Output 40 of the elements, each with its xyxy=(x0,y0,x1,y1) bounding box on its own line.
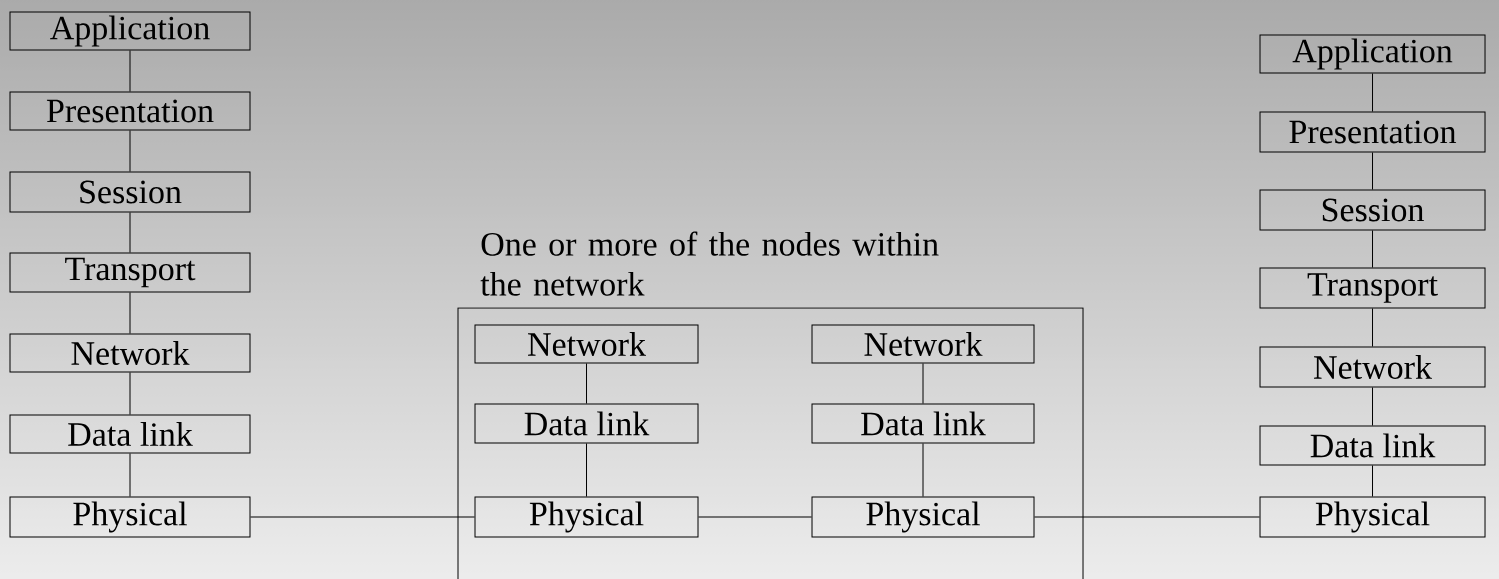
layer-box: Network xyxy=(474,324,699,364)
layer-box: Physical xyxy=(811,496,1035,538)
connector-line xyxy=(1034,516,1260,518)
connector-line xyxy=(1372,152,1373,190)
layer-box: Data link xyxy=(811,403,1035,444)
connector-line xyxy=(129,453,131,497)
layer-box: Network xyxy=(811,324,1035,364)
connector-line xyxy=(698,516,812,518)
layer-box: Presentation xyxy=(1259,111,1486,153)
layer-box: Data link xyxy=(9,414,251,454)
layer-box: Session xyxy=(9,171,251,213)
connector-line xyxy=(922,363,924,404)
connector-line xyxy=(922,443,924,497)
node-label: One or more of the nodes within the network xyxy=(480,231,939,296)
connector-line xyxy=(250,516,475,518)
connector-line xyxy=(1372,387,1373,426)
connector-line xyxy=(129,292,131,334)
connector-line xyxy=(1372,465,1373,497)
connector-line xyxy=(1372,73,1373,112)
layer-box: Physical xyxy=(1259,496,1486,538)
connector-line xyxy=(586,363,587,404)
connector-line xyxy=(129,50,131,92)
connector-line xyxy=(129,212,131,253)
layer-box: Session xyxy=(1259,189,1486,231)
layer-box: Transport xyxy=(9,252,251,293)
layer-box: Data link xyxy=(474,403,699,444)
connector-line xyxy=(1372,230,1373,268)
layer-box: Application xyxy=(1259,34,1486,74)
layer-box: Presentation xyxy=(9,91,251,131)
layer-box: Network xyxy=(1259,346,1486,388)
connector-line xyxy=(129,372,131,415)
layer-box: Data link xyxy=(1259,425,1486,466)
layer-box: Application xyxy=(9,11,251,51)
layer-box: Physical xyxy=(9,496,251,538)
layer-box: Physical xyxy=(474,496,699,538)
connector-line xyxy=(1372,308,1373,347)
layer-box: Network xyxy=(9,333,251,373)
layer-box: Transport xyxy=(1259,267,1486,309)
connector-line xyxy=(129,130,131,172)
connector-line xyxy=(586,443,587,497)
